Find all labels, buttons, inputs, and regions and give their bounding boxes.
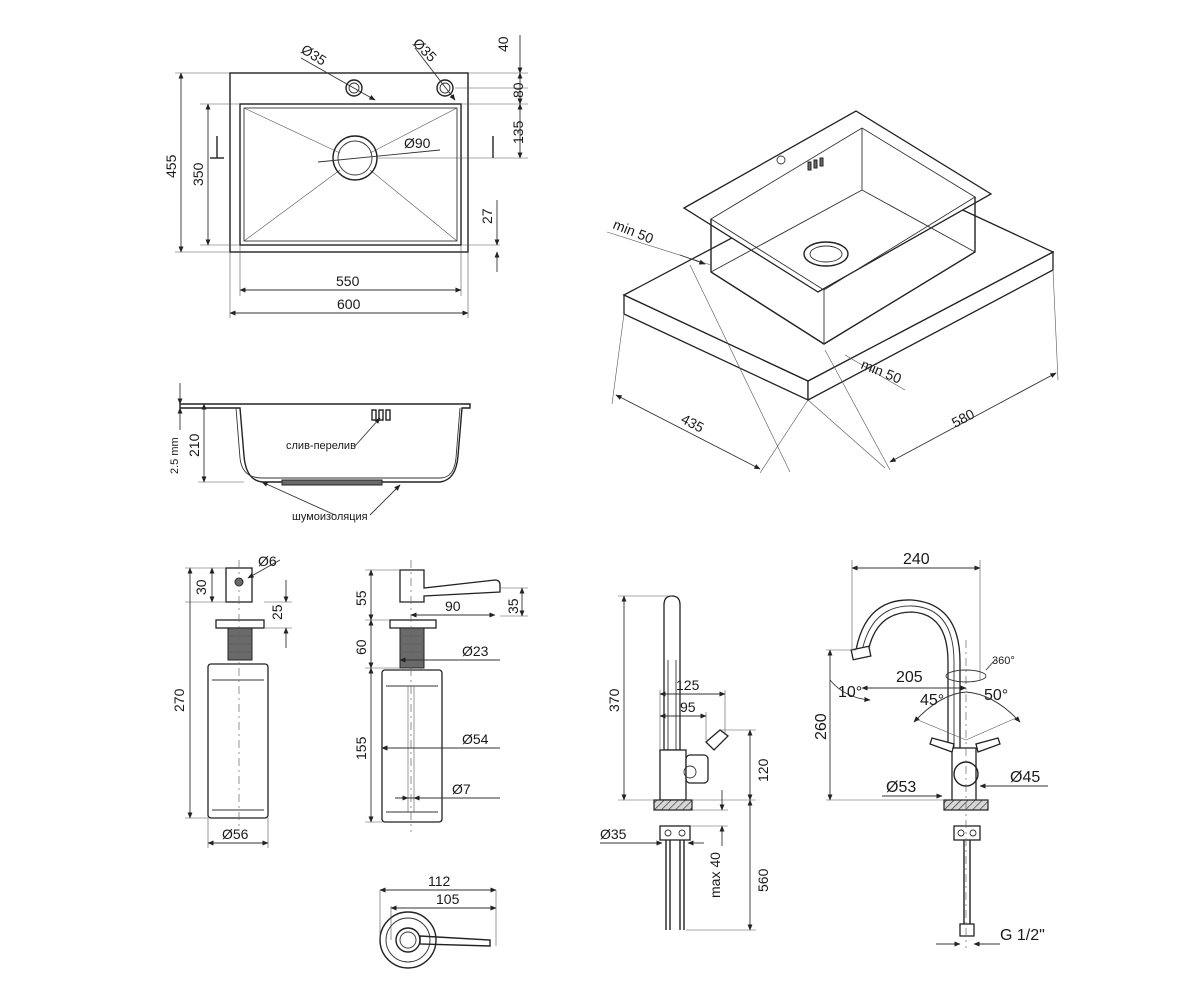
faucet-side-view: 370 125 95 120 max 40 560 Ø35	[600, 595, 771, 931]
dim-hose-length: 560	[755, 868, 771, 892]
dim-angle-10: 10°	[838, 684, 862, 701]
dim-max-thickness: max 40	[707, 852, 723, 898]
drain-hole	[332, 135, 378, 181]
dim-offset-drain: 135	[510, 120, 526, 144]
dim-bottle-diameter: Ø56	[222, 826, 249, 842]
dim-base-diameter: Ø53	[886, 779, 916, 796]
dim-min-left: min 50	[611, 216, 656, 247]
dim-head-height: 30	[193, 579, 209, 595]
dim-thread-diameter: Ø23	[462, 643, 489, 659]
dim-flange-height: 25	[269, 604, 285, 620]
dim-thickness: 2.5 mm	[169, 437, 181, 474]
dim-body-diameter: Ø54	[462, 731, 489, 747]
sink-section-view: слив-перелив шумоизоляция 2.5 mm 210	[169, 383, 471, 523]
dim-height-outer: 455	[163, 154, 179, 178]
dim-rotation: 360°	[992, 655, 1015, 667]
dim-faucet-reach: 125	[676, 677, 700, 693]
sink-top-view: Ø35 Ø35 Ø90 455 350 40 80 135 27 550	[163, 35, 528, 318]
dispenser-front-view: Ø6 30 270 25 Ø56	[171, 553, 292, 848]
dim-drain-hole: Ø90	[404, 135, 431, 151]
dim-offset-bottom: 27	[479, 208, 495, 224]
sink-isometric-view: min 50 min 50 435 580	[606, 110, 1059, 474]
dim-angle-50: 50°	[984, 687, 1008, 704]
dim-angle-45: 45°	[920, 692, 944, 709]
dim-spout-reach-front: 205	[896, 669, 923, 686]
faucet-front-view: 240 360° 205 10° 45° 50° 260 Ø53 Ø45 G 1…	[813, 551, 1048, 948]
dim-plan-reach: 105	[436, 891, 460, 907]
dim-spout-reach: 90	[445, 598, 461, 614]
dim-height-bowl: 350	[190, 162, 206, 186]
dim-bottle-height: 155	[353, 736, 369, 760]
dim-base-height: 120	[755, 758, 771, 782]
dim-faucet-height: 370	[606, 688, 622, 712]
dim-spout-height: 35	[505, 598, 521, 614]
dim-offset-hole: 80	[510, 82, 526, 98]
overflow-slot	[371, 409, 377, 421]
dim-cabinet-depth: 435	[679, 411, 707, 436]
dim-front-height: 260	[813, 713, 830, 740]
dim-tap-hole-left: Ø35	[298, 41, 329, 69]
dim-cabinet-width: 580	[949, 405, 977, 430]
tap-hole-right	[436, 79, 454, 97]
iso-drain	[803, 241, 849, 267]
dim-connection: G 1/2"	[1000, 927, 1045, 944]
dim-depth: 210	[186, 433, 202, 457]
dim-width-outer: 600	[337, 296, 361, 312]
dim-nozzle: Ø6	[258, 553, 277, 569]
dim-tap-hole-right: Ø35	[410, 35, 440, 65]
dim-total-height: 270	[171, 688, 187, 712]
tap-hole-left	[345, 79, 363, 97]
dim-head-height-side: 55	[353, 590, 369, 606]
dim-plan-overall: 112	[428, 873, 451, 889]
dim-faucet-hole: Ø35	[600, 826, 627, 842]
label-overflow: слив-перелив	[286, 440, 356, 452]
dim-offset-top: 40	[495, 36, 511, 52]
dispenser-plan-view: 112 105	[379, 873, 497, 969]
label-insulation: шумоизоляция	[292, 511, 368, 523]
dim-thread-height: 60	[353, 639, 369, 655]
dim-tube-diameter: Ø7	[452, 781, 471, 797]
dim-front-width: 240	[903, 551, 930, 568]
dim-body-diameter-front: Ø45	[1010, 769, 1040, 786]
dim-lever-reach: 95	[680, 699, 696, 715]
dispenser-side-view: 55 60 155 90 35 Ø23 Ø54 Ø7	[353, 560, 528, 832]
dim-width-bowl: 550	[336, 273, 360, 289]
